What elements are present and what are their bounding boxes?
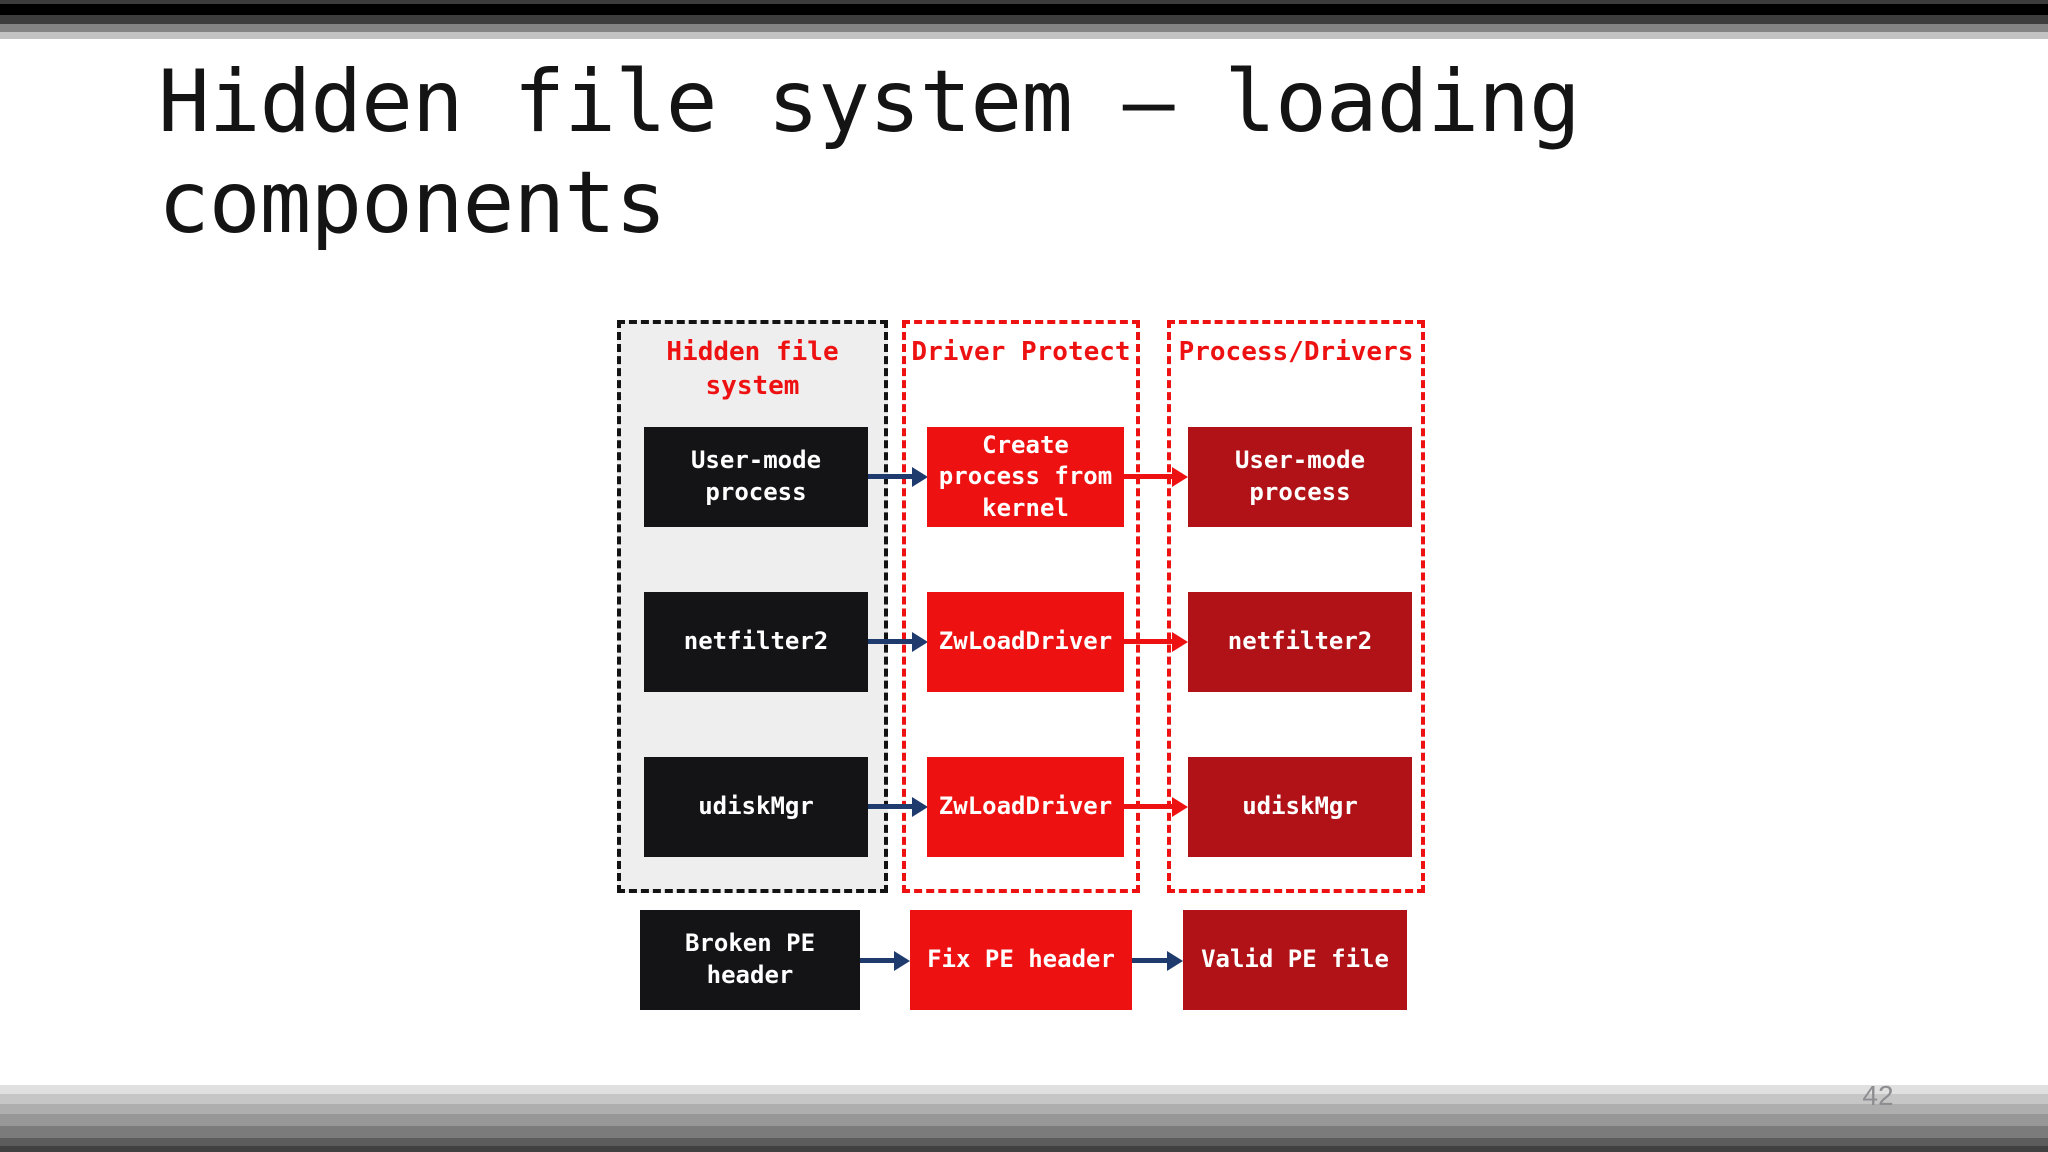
slide-title: Hidden file system – loading components [158,52,1581,253]
arrow-netfilter2-to-zwloaddriver [868,639,912,644]
box-action-zwloaddriver-1: ZwLoadDriver [927,592,1124,692]
top-border-bar [0,0,2048,39]
box-source-udiskmgr: udiskMgr [644,757,868,857]
box-result-netfilter2: netfilter2 [1188,592,1412,692]
box-source-user-mode-process: User-mode process [644,427,868,527]
box-result-user-mode-process: User-mode process [1188,427,1412,527]
arrow-user-mode-to-create-process [868,474,912,479]
box-result-udiskmgr: udiskMgr [1188,757,1412,857]
group-driver-protect: Driver Protect [902,320,1140,893]
arrow-zwloaddriver-to-netfilter2 [1123,639,1172,644]
box-valid-pe-file: Valid PE file [1183,910,1407,1010]
arrow-broken-pe-to-fix-pe [860,958,894,963]
group-process-drivers: Process/Drivers [1167,320,1425,893]
box-fix-pe-header: Fix PE header [910,910,1132,1010]
arrow-udiskmgr-to-zwloaddriver [868,804,912,809]
box-action-zwloaddriver-2: ZwLoadDriver [927,757,1124,857]
box-action-create-process-from-kernel: Create process from kernel [927,427,1124,527]
box-broken-pe-header: Broken PE header [640,910,860,1010]
bottom-border-bar [0,1085,2048,1152]
box-source-netfilter2: netfilter2 [644,592,868,692]
group-process-drivers-label: Process/Drivers [1178,337,1414,367]
arrow-zwloaddriver-to-udiskmgr [1123,804,1172,809]
group-hidden-file-system-label: Hidden file system [666,337,839,401]
page-number: 42 [1862,1080,1894,1111]
arrow-create-process-to-result [1123,474,1172,479]
group-driver-protect-label: Driver Protect [911,337,1131,367]
arrow-fix-pe-to-valid-pe [1132,958,1167,963]
